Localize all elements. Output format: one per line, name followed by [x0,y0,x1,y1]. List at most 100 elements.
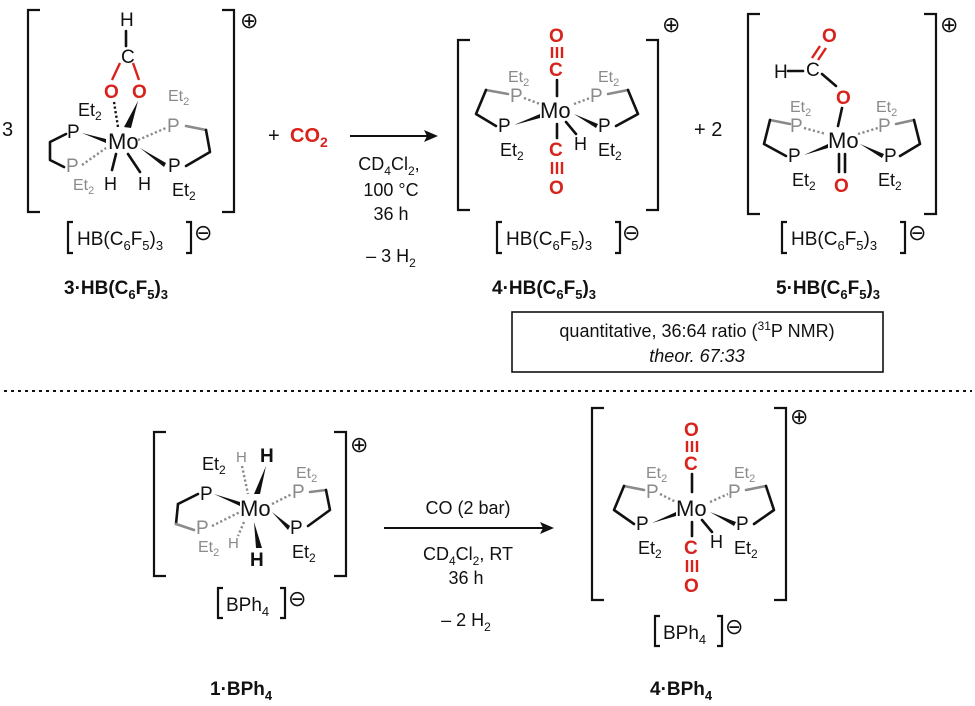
left-bracket [152,430,166,578]
arrow-head [424,130,438,142]
left-bracket [456,38,470,212]
conditions-solvent: CD4Cl2, RT [423,544,513,568]
double-bond [811,45,821,59]
ethylene-bridge-left-back [768,118,792,126]
anion-charge: ⊖ [622,220,640,245]
et2-label: Et2 [878,170,902,193]
formate-c: C [121,47,135,68]
ethylene-bridge-right-back [184,124,208,132]
wedge-mo-p [710,512,736,526]
hash-h-mo [240,465,250,495]
anion-bracket-right [717,614,724,648]
carbonyl-c-bottom: C [684,538,698,559]
reagent-co2: CO2 [290,125,328,150]
formate-o2: O [132,82,147,103]
hash-mo-h [236,521,246,537]
bond-mo-h [110,152,118,172]
et2-label: Et2 [500,140,524,163]
anion-formula: HB(C6F5)3 [791,229,877,253]
phosphorus: P [736,514,749,535]
metal-mo: Mo [828,128,859,153]
phosphorus: P [498,116,511,137]
et2-label-back: Et2 [790,99,811,119]
carbonyl-o-top: O [549,26,564,47]
bond-c-o2 [131,62,141,81]
compound-1-cation: ⊕ Mo H H Et2 P P Et2 Et2 P P Et2 H H [152,430,368,578]
wedge-h-mo [254,466,266,494]
conditions-time: 36 h [448,568,483,588]
phosphorus: P [598,116,611,137]
plus-sign: + [268,125,280,147]
bond-mo-h [564,120,578,136]
result-theoretical: theor. 67:33 [649,346,744,366]
plus-two: + 2 [694,119,722,141]
ethylene-bridge-left-back [484,88,510,96]
hydride-1: H [104,174,117,194]
ethylene-bridge-right-back [894,118,916,126]
oxo: O [834,176,849,197]
phosphorus: P [200,484,213,505]
wedge-mo-p [272,512,290,530]
cation-charge: ⊕ [940,12,958,37]
conditions-co-pressure: CO (2 bar) [425,498,510,518]
et2-label: Et2 [638,538,662,561]
ethylene-bridge-left-back [174,522,196,532]
phosphorus-back: P [66,156,79,177]
anion-bph4-4: BPh4 ⊖ [653,614,743,648]
et2-label: Et2 [172,180,196,203]
stoich-3: 3 [2,119,13,141]
anion-charge: ⊖ [194,220,212,245]
carbonyl-o-top: O [684,420,699,441]
et2-label-back: Et2 [646,465,667,485]
wedge-mo-p [574,114,598,128]
ethylene-bridge-right [752,484,776,526]
bond-o-mo [836,106,844,128]
phosphorus-back: P [196,518,209,539]
phosphorus-back: P [510,86,523,107]
hydride: H [250,550,264,571]
compound-label-5: 5·HB(C6F5)3 [776,278,880,302]
compound-label-4-bph4: 4·BPh4 [650,679,713,703]
left-bracket [746,12,760,216]
wedge-p-mo [82,133,106,143]
et2-label-back: Et2 [168,88,189,108]
result-box [511,311,884,373]
compound-4-bph4-cation: ⊕ O C Mo Et2 P Et2 P P Et2 P Et2 H C O [590,404,808,602]
phosphorus-back: P [292,482,305,503]
ethylene-bridge-right [898,118,922,158]
metal-mo: Mo [108,129,139,154]
conditions-solvent: CD4Cl2, [358,154,419,178]
anion-bracket-right [615,220,622,255]
et2-label-back: Et2 [734,465,755,485]
cation-charge: ⊕ [662,12,680,37]
hydride: H [710,532,723,552]
formate-h: H [120,10,134,31]
anion-hbc6f5-5: HB(C6F5)3 ⊖ [780,220,926,255]
anion-bracket-left [66,220,73,255]
et2-label-back: Et2 [198,539,219,559]
ethylene-bridge-right-back [744,484,768,492]
carbonyl-c-top: C [684,454,698,475]
metal-mo: Mo [676,496,707,521]
anion-formula: HB(C6F5)3 [77,229,163,253]
ethylene-bridge-right-back [308,488,328,494]
phosphorus: P [290,518,303,539]
et2-label-back: Et2 [73,177,94,197]
anion-bracket-left [780,220,787,255]
compound-label-1: 1·BPh4 [210,679,273,703]
right-bracket [774,406,788,602]
ethylene-bridge-right [306,488,332,528]
carbonyl-o-bottom: O [549,178,564,199]
wedge-p-mo [514,114,540,125]
left-bracket [590,406,604,602]
cation-charge: ⊕ [350,432,368,457]
wedge-p-mo [214,494,240,506]
phosphorus: P [884,146,897,167]
hash-mo-p [857,126,879,136]
anion-formula: HB(C6F5)3 [506,229,592,253]
anion-bracket-left [216,586,223,620]
et2-label: Et2 [598,140,622,163]
right-bracket [924,12,938,216]
cation-charge: ⊕ [240,8,258,33]
anion-charge: ⊖ [725,614,743,639]
